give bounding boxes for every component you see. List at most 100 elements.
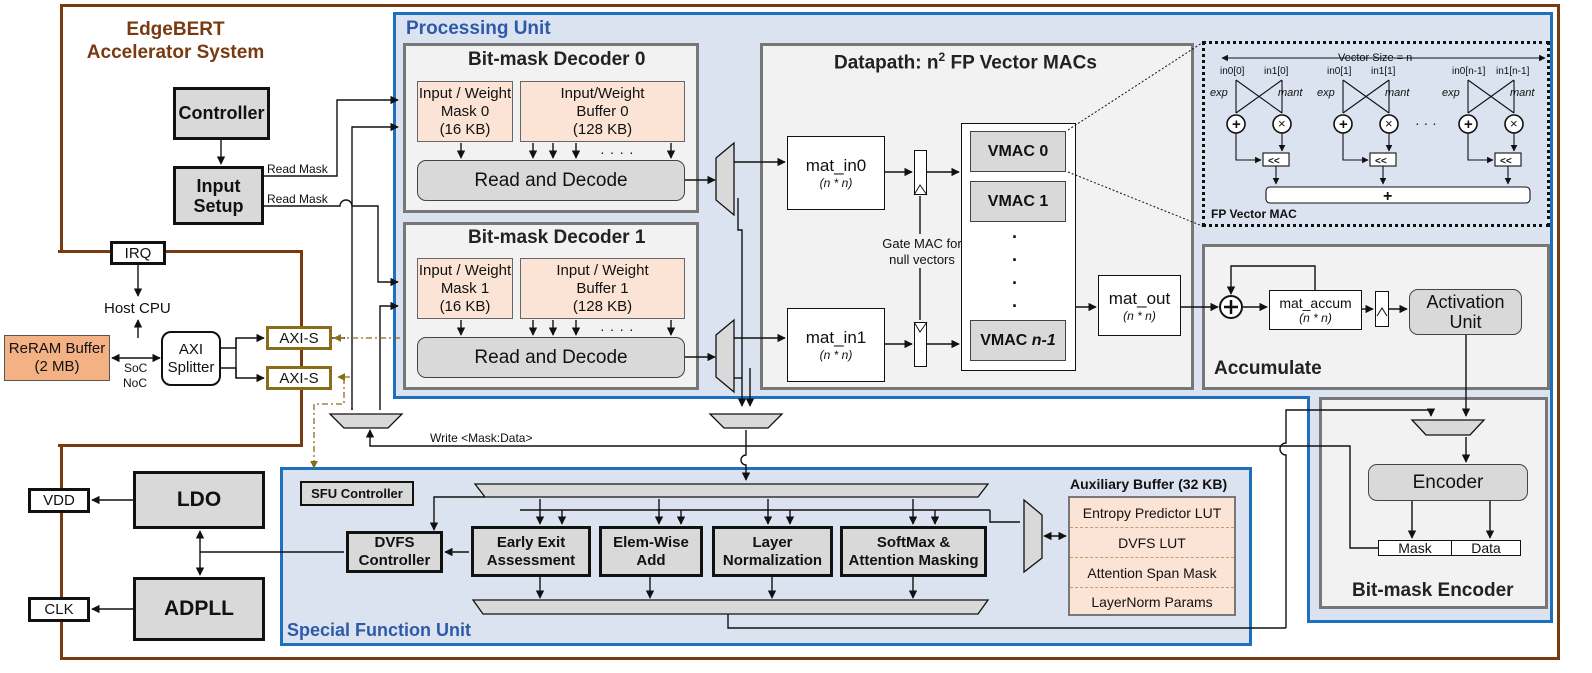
noc-label: NoC [123,376,148,390]
datapath-title: Datapath: n2 FP Vector MACs [834,50,1097,74]
early-exit-l1: Early Exit [496,533,566,551]
fp-wire [1342,79,1390,114]
datapath-title-post: FP Vector MACs [945,52,1097,74]
dvfs-l2: Controller [358,552,431,569]
adpll: ADPLL [133,577,265,641]
elem-wise-l2: Add [636,551,666,569]
clk: CLK [28,597,90,622]
fp-exp-label: exp [1317,87,1335,99]
aux-buffer: Entropy Predictor LUT DVFS LUT Attention… [1068,496,1236,616]
decoder-1-buffer: Input / Weight Buffer 1 (128 KB) [520,258,685,319]
mat-out: mat_out (n * n) [1098,275,1181,336]
fp-adder-symbol: + [1464,116,1473,133]
mat-in1-label: mat_in1 [805,328,867,347]
mat-accum-label: mat_accum [1279,295,1352,311]
activation-l1: Activation [1426,292,1505,312]
decoder-0-buffer-l3: (128 KB) [572,120,633,138]
encoder-block: Encoder [1368,464,1528,501]
decoder-0-mask: Input / Weight Mask 0 (16 KB) [417,81,513,142]
decoder-1-title: Bit-mask Decoder 1 [468,227,646,248]
mat-in0-dim: (n * n) [819,176,853,190]
fp-input-label: in0[1] [1327,66,1352,77]
aux-row-entropy: Entropy Predictor LUT [1070,498,1234,528]
datapath-title-pre: Datapath: n [834,52,939,74]
decoder-1-mask-l2: Mask 1 [440,279,490,297]
decoder-1-mask-l1: Input / Weight [418,261,512,279]
fp-multiplier-symbol: × [1510,116,1518,131]
mat-in0: mat_in0 (n * n) [787,136,885,210]
decoder-0-buffer-l2: Buffer 0 [576,102,629,120]
early-exit: Early Exit Assessment [471,526,591,577]
fp-mant-label: mant [1510,87,1535,99]
fp-exp-label: exp [1210,87,1228,99]
decoder-1-mask-l3: (16 KB) [439,297,491,315]
fp-wire [1342,133,1369,164]
fp-adder-symbol: + [1232,116,1241,133]
vdd: VDD [28,488,90,513]
reram-buffer: ReRAM Buffer (2 MB) [4,335,110,381]
ldo: LDO [133,471,265,529]
fp-vector-mac-detail [1221,54,1546,204]
accumulate-title: Accumulate [1214,358,1322,379]
system-title: EdgeBERT Accelerator System [78,18,273,64]
fp-shift-label: << [1500,156,1512,167]
fp-final-adder [1265,186,1531,204]
mat-in0-label: mat_in0 [805,156,867,175]
datapath-title-sup: 2 [938,50,946,64]
decoder-0-mask-l2: Mask 0 [440,102,490,120]
mat-accum-dim: (n * n) [1299,311,1332,325]
layer-normalization: Layer Normalization [712,526,833,577]
reram-l2: (2 MB) [34,358,80,375]
aux-row-layernorm: LayerNorm Params [1091,594,1213,610]
fp-multiplier-symbol: × [1278,116,1286,131]
fp-adder-symbol: + [1339,116,1348,133]
gate-register-0 [914,150,927,195]
decoder-0-buffer: Input/Weight Buffer 0 (128 KB) [520,81,685,142]
fp-multiplier-symbol: × [1385,116,1393,131]
decoder-0-title: Bit-mask Decoder 0 [468,49,646,70]
vmac-n-1: VMAC n-1 [970,320,1066,361]
axi-splitter: AXI Splitter [161,331,221,386]
sfu-title: Special Function Unit [287,620,472,640]
decoder-0-read-decode: Read and Decode [417,160,685,201]
input-setup: Input Setup [173,166,264,225]
fp-wire [1235,79,1283,114]
fp-dots: · · · [1415,115,1437,131]
vmac-n-1-italic: n-1 [1031,331,1056,349]
vmac-1: VMAC 1 [970,181,1066,222]
processing-unit-title: Processing Unit [406,18,551,39]
gate-mac-l2: null vectors [889,252,955,267]
controller: Controller [173,87,270,140]
fp-input-label: in0[n-1] [1452,66,1486,77]
aux-row-dvfs: DVFS LUT [1070,528,1234,558]
fp-vector-mac-title: FP Vector MAC [1211,207,1297,221]
read-mask-1: Read Mask [267,192,328,206]
mat-in1-dim: (n * n) [819,348,853,362]
irq: IRQ [110,241,166,265]
vmac-dots: ···· [1012,227,1018,316]
sfu-controller: SFU Controller [300,481,414,506]
fp-input-label: in1[0] [1264,66,1289,77]
fp-shift-label: << [1375,156,1387,167]
activation-unit: Activation Unit [1409,289,1522,335]
axi-s-1: AXI-S [266,366,332,390]
dvfs-l1: DVFS [374,534,415,551]
input-setup-l2: Setup [193,195,244,216]
system-title-line2: Accelerator System [86,42,265,63]
dvfs-controller: DVFS Controller [346,531,443,573]
softmax-l1: SoftMax & [876,533,951,551]
mat-out-dim: (n * n) [1123,308,1156,323]
decoder-1-mask: Input / Weight Mask 1 (16 KB) [417,258,513,319]
system-title-line1: EdgeBERT [126,19,225,40]
fp-mant-label: mant [1385,87,1410,99]
soc-label: SoC [124,361,148,375]
mat-accum: mat_accum (n * n) [1269,290,1362,330]
mat-out-label: mat_out [1108,288,1171,308]
fp-shift-label: << [1268,156,1280,167]
aux-row-attention: Attention Span Mask [1070,558,1234,588]
activation-l2: Unit [1449,312,1482,332]
read-mask-0: Read Mask [267,162,328,176]
decoder-1-read-decode: Read and Decode [417,337,685,378]
